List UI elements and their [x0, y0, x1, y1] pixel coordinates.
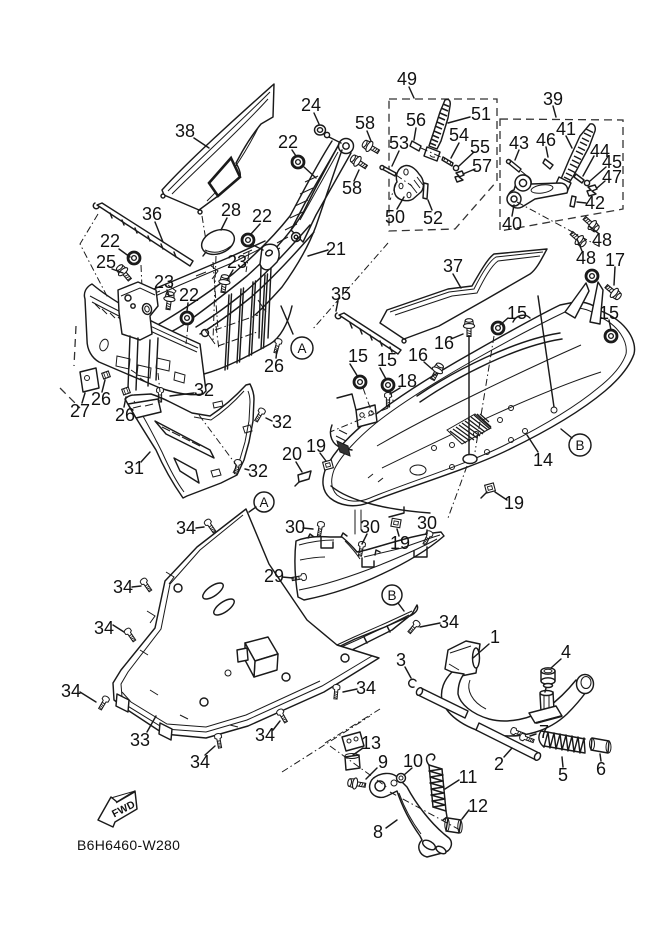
- svg-text:22: 22: [100, 231, 120, 251]
- svg-text:41: 41: [556, 119, 576, 139]
- svg-text:47: 47: [602, 167, 622, 187]
- svg-text:56: 56: [406, 110, 426, 130]
- svg-text:30: 30: [417, 513, 437, 533]
- svg-text:34: 34: [94, 618, 114, 638]
- svg-text:58: 58: [355, 113, 375, 133]
- svg-text:15: 15: [599, 303, 619, 323]
- svg-text:A: A: [259, 495, 268, 510]
- svg-text:1: 1: [490, 627, 500, 647]
- svg-text:54: 54: [449, 125, 469, 145]
- svg-text:19: 19: [504, 493, 524, 513]
- svg-text:44: 44: [590, 141, 610, 161]
- svg-text:17: 17: [605, 250, 625, 270]
- svg-text:37: 37: [443, 256, 463, 276]
- svg-text:B6H6460-W280: B6H6460-W280: [77, 837, 180, 853]
- svg-text:20: 20: [282, 444, 302, 464]
- svg-text:10: 10: [403, 751, 423, 771]
- svg-text:25: 25: [96, 252, 116, 272]
- svg-text:6: 6: [596, 759, 606, 779]
- svg-text:2: 2: [494, 754, 504, 774]
- svg-text:34: 34: [356, 678, 376, 698]
- svg-text:33: 33: [130, 730, 150, 750]
- svg-text:8: 8: [373, 822, 383, 842]
- svg-text:7: 7: [539, 722, 549, 742]
- svg-text:42: 42: [585, 193, 605, 213]
- svg-text:A: A: [297, 341, 306, 356]
- svg-text:57: 57: [472, 156, 492, 176]
- svg-text:32: 32: [194, 380, 214, 400]
- svg-text:23: 23: [227, 252, 247, 272]
- svg-text:22: 22: [179, 285, 199, 305]
- svg-text:21: 21: [326, 239, 346, 259]
- svg-text:26: 26: [115, 405, 135, 425]
- svg-text:38: 38: [175, 121, 195, 141]
- svg-text:4: 4: [561, 642, 571, 662]
- svg-text:31: 31: [124, 458, 144, 478]
- svg-text:22: 22: [278, 132, 298, 152]
- svg-text:13: 13: [361, 733, 381, 753]
- svg-text:51: 51: [471, 104, 491, 124]
- svg-text:34: 34: [113, 577, 133, 597]
- svg-text:14: 14: [533, 450, 553, 470]
- svg-text:23: 23: [154, 272, 174, 292]
- svg-text:30: 30: [360, 517, 380, 537]
- svg-text:48: 48: [592, 230, 612, 250]
- svg-text:58: 58: [342, 178, 362, 198]
- svg-text:28: 28: [221, 200, 241, 220]
- svg-text:48: 48: [576, 248, 596, 268]
- svg-text:34: 34: [176, 518, 196, 538]
- svg-text:39: 39: [543, 89, 563, 109]
- svg-text:45: 45: [602, 152, 622, 172]
- svg-text:5: 5: [558, 765, 568, 785]
- svg-text:18: 18: [397, 371, 417, 391]
- svg-text:B: B: [387, 588, 396, 603]
- svg-text:34: 34: [61, 681, 81, 701]
- svg-text:12: 12: [468, 796, 488, 816]
- svg-text:53: 53: [389, 133, 409, 153]
- svg-text:46: 46: [536, 130, 556, 150]
- svg-text:22: 22: [252, 206, 272, 226]
- svg-text:24: 24: [301, 95, 321, 115]
- svg-text:27: 27: [70, 401, 90, 421]
- svg-text:16: 16: [408, 345, 428, 365]
- svg-text:30: 30: [285, 517, 305, 537]
- svg-text:26: 26: [264, 356, 284, 376]
- svg-text:15: 15: [348, 346, 368, 366]
- svg-text:36: 36: [142, 204, 162, 224]
- svg-text:52: 52: [423, 208, 443, 228]
- svg-text:11: 11: [459, 767, 478, 787]
- svg-text:35: 35: [331, 284, 351, 304]
- svg-text:34: 34: [190, 752, 210, 772]
- svg-text:16: 16: [434, 333, 454, 353]
- svg-text:34: 34: [439, 612, 459, 632]
- svg-text:29: 29: [264, 566, 284, 586]
- svg-text:9: 9: [378, 752, 388, 772]
- svg-text:15: 15: [377, 350, 397, 370]
- svg-text:43: 43: [509, 133, 529, 153]
- svg-text:19: 19: [390, 533, 410, 553]
- svg-text:50: 50: [385, 207, 405, 227]
- svg-text:26: 26: [91, 389, 111, 409]
- svg-text:55: 55: [470, 137, 490, 157]
- svg-text:40: 40: [502, 214, 522, 234]
- svg-text:15: 15: [507, 303, 527, 323]
- svg-text:49: 49: [397, 69, 417, 89]
- svg-text:32: 32: [272, 412, 292, 432]
- svg-text:32: 32: [248, 461, 268, 481]
- svg-text:B: B: [575, 438, 584, 453]
- svg-text:34: 34: [255, 725, 275, 745]
- svg-text:3: 3: [396, 650, 406, 670]
- svg-text:19: 19: [306, 436, 326, 456]
